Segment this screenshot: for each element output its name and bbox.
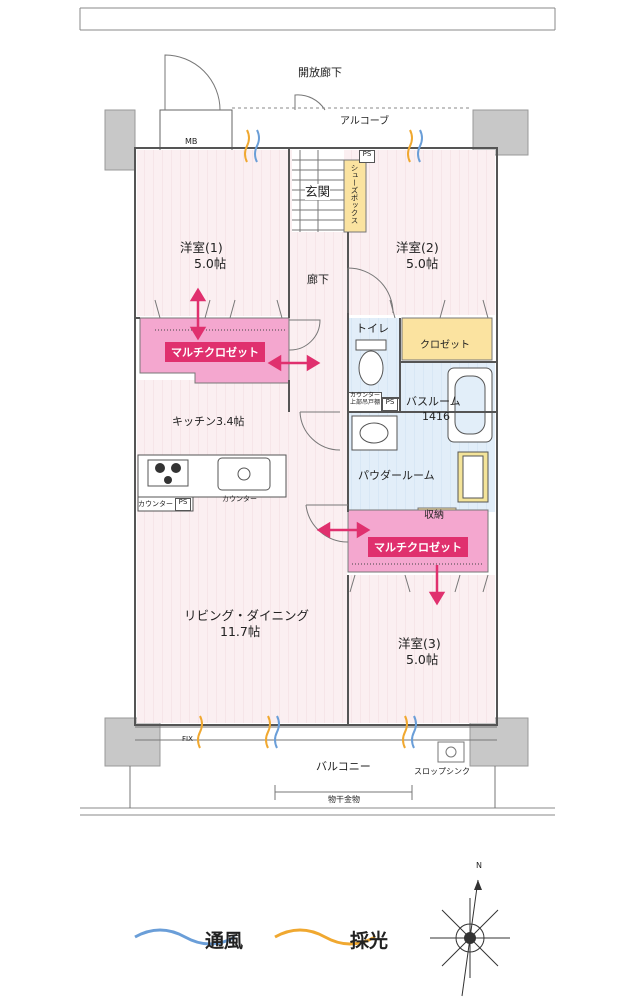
light-legend-label: 採光 [350, 930, 389, 952]
shoes-label: シューズボックス [350, 164, 359, 224]
kitchen-label: キッチン3.4帖 [172, 415, 245, 428]
wind-legend-label: 通風 [205, 930, 244, 952]
fix-label: FIX [182, 735, 193, 743]
compass-icon [430, 879, 510, 997]
airflow-marks [197, 129, 423, 749]
storage-label: 収納 [424, 510, 444, 521]
closet-2 [401, 317, 493, 361]
closet-label: クロゼット [420, 340, 470, 351]
mb-label: MB [185, 137, 198, 146]
balcony-area [129, 726, 497, 808]
bed2-floor [348, 150, 495, 315]
bath-name: バスルーム [406, 395, 461, 408]
entrance-label: 玄関 [305, 184, 331, 200]
walls [134, 147, 498, 726]
balcony-label: バルコニー [316, 760, 371, 773]
bed3-size: 5.0帖 [406, 652, 439, 667]
bath-size: 1416 [422, 410, 450, 423]
vanity [351, 415, 489, 503]
bed1-name: 洋室(1) [180, 240, 223, 255]
toilet-fixture [355, 339, 387, 386]
room-floors [137, 150, 495, 723]
counter-shelf-box: カウンター上部吊戸棚 [348, 392, 382, 412]
shoes-box [343, 159, 367, 233]
multi-closet-1-label: マルチクロゼット [165, 342, 265, 362]
wind-legend-line [134, 928, 236, 946]
powder-label: パウダールーム [358, 469, 435, 482]
bed1-floor [137, 150, 289, 316]
building-outline [79, 7, 556, 816]
light-legend-line [274, 928, 376, 946]
ps-box-1: PS [359, 150, 375, 163]
ps-box-2: PS [382, 398, 398, 411]
counter-label-1: カウンター [138, 500, 173, 508]
living-floor [137, 505, 347, 723]
closet-doors [154, 299, 489, 593]
dryer-label: 物干金物 [328, 795, 360, 804]
ps-box-3: PS [175, 498, 191, 511]
sink-label: スロップシンク [414, 767, 470, 776]
bed3-name: 洋室(3) [398, 636, 441, 651]
bed1-size: 5.0帖 [194, 256, 227, 271]
toilet-label: トイレ [356, 322, 389, 335]
corridor-label: 開放廊下 [298, 66, 342, 79]
alcove-label: アルコーブ [340, 116, 390, 127]
north-label: N [476, 861, 482, 870]
living-name: リビング・ダイニング [184, 608, 310, 623]
bathtub [447, 367, 493, 443]
entrance-steps [292, 150, 344, 232]
multi-closet-2-label: マルチクロゼット [368, 537, 468, 557]
bed2-size: 5.0帖 [406, 256, 439, 271]
hall-label: 廊下 [307, 273, 329, 286]
open-arrows [189, 287, 446, 606]
counter-label-2: カウンター [222, 495, 257, 503]
living-size: 11.7帖 [220, 624, 261, 639]
bed3-floor [348, 575, 495, 723]
bed2-name: 洋室(2) [396, 240, 439, 255]
